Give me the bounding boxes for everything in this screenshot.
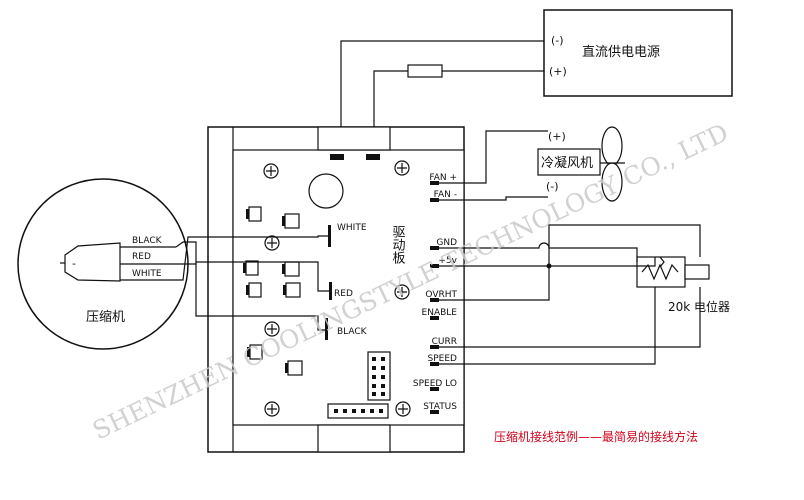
fan-wires bbox=[438, 130, 548, 201]
terminal-label: CURR bbox=[432, 337, 457, 347]
transistors bbox=[245, 206, 303, 376]
board-label-white: WHITE bbox=[337, 223, 367, 233]
compressor-wire-red: RED bbox=[132, 252, 151, 262]
terminal-pin bbox=[430, 181, 439, 185]
terminal-pin bbox=[430, 298, 439, 302]
terminal-label: +5v bbox=[438, 256, 457, 266]
terminal-label: SPEED bbox=[428, 354, 458, 364]
potentiometer-label: 20k 电位器 bbox=[668, 299, 730, 314]
fuse bbox=[407, 64, 443, 78]
white-terminal bbox=[328, 225, 331, 247]
terminal-pin bbox=[430, 345, 439, 349]
compressor-wire-white: WHITE bbox=[132, 269, 162, 279]
compressor-wire-black: BLACK bbox=[132, 236, 163, 246]
board-label-red: RED bbox=[334, 289, 353, 299]
caption: 压缩机接线范例——最简易的接线方法 bbox=[494, 429, 698, 444]
terminal-pin bbox=[430, 362, 439, 366]
power-supply-pos: (+) bbox=[549, 65, 567, 78]
potentiometer bbox=[636, 256, 710, 298]
mounting-screws bbox=[263, 160, 411, 417]
fan-pos: (+) bbox=[548, 130, 566, 143]
driver-board-label: 驱动板 bbox=[390, 225, 406, 265]
black-terminal bbox=[325, 318, 328, 340]
terminal-pin bbox=[430, 316, 439, 320]
driver-board bbox=[207, 126, 465, 453]
wire-junctions bbox=[546, 263, 552, 269]
fan-neg: (-) bbox=[546, 180, 559, 193]
transistor-pins bbox=[243, 209, 288, 373]
bottom-connector bbox=[327, 403, 389, 419]
terminal-pin bbox=[430, 264, 439, 268]
fan-box bbox=[537, 148, 601, 176]
terminal-pin bbox=[430, 410, 439, 414]
terminal-label: OVRHT bbox=[425, 290, 457, 300]
power-supply-neg: (-) bbox=[551, 34, 564, 47]
signal-wires bbox=[438, 224, 701, 365]
board-label-black: BLACK bbox=[337, 327, 368, 337]
terminal-label: GND bbox=[436, 238, 457, 248]
compressor-wires bbox=[120, 235, 329, 331]
compressor-label: 压缩机 bbox=[86, 309, 125, 325]
red-terminal bbox=[329, 282, 332, 300]
terminal-label: SPEED LO bbox=[413, 379, 457, 389]
terminal-label: ENABLE bbox=[422, 308, 458, 318]
terminal-label: STATUS bbox=[423, 402, 457, 412]
terminal-label: FAN - bbox=[434, 190, 457, 200]
terminal-pin bbox=[430, 198, 439, 202]
terminal-label: FAN + bbox=[429, 173, 457, 183]
pin-header bbox=[367, 351, 391, 401]
terminal-pin bbox=[430, 387, 439, 391]
terminal-pin bbox=[430, 246, 439, 250]
plug-dash: - bbox=[72, 257, 76, 270]
fan-label: 冷凝风机 bbox=[541, 155, 593, 171]
compressor-plug-icon bbox=[64, 242, 121, 282]
power-supply-box bbox=[543, 9, 733, 97]
fan-blade-icon bbox=[600, 126, 625, 202]
power-supply-label: 直流供电电源 bbox=[582, 45, 660, 60]
